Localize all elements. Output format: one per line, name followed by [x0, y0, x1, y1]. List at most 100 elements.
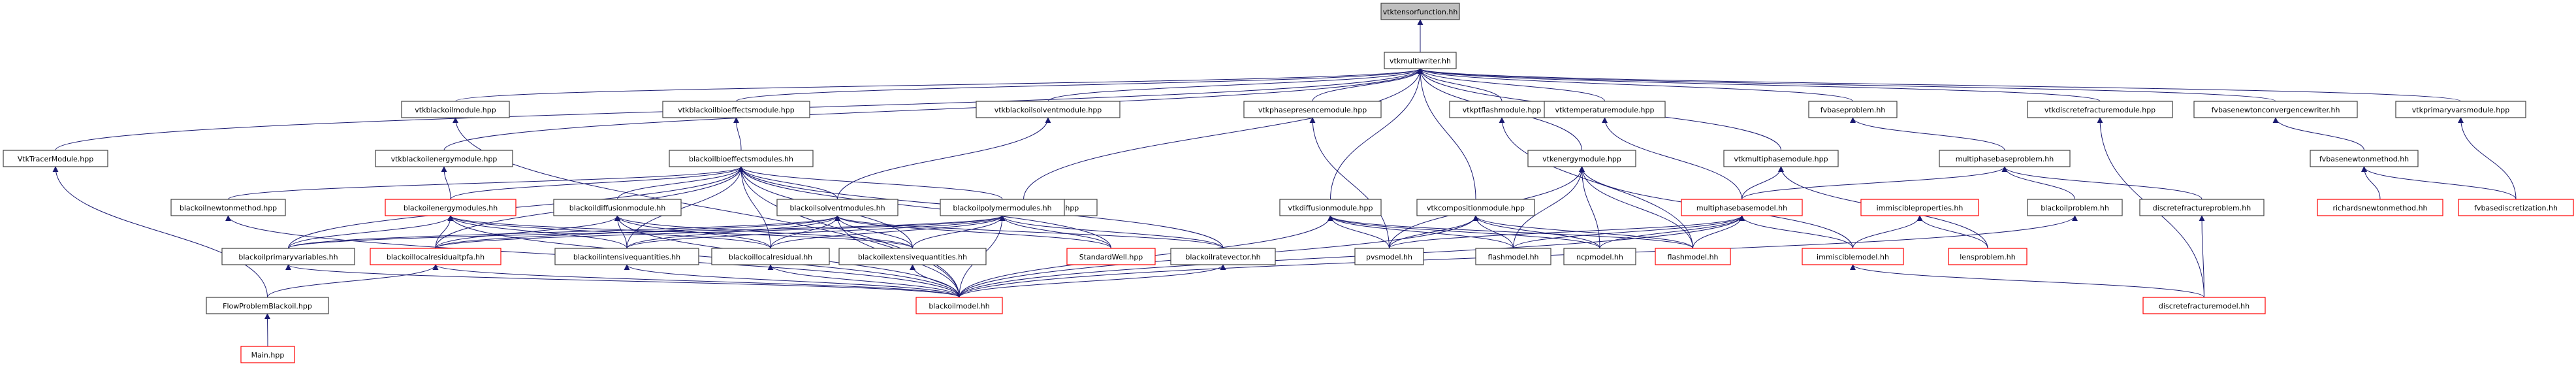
graph-node[interactable]: StandardWell.hpp [1066, 248, 1156, 265]
graph-node[interactable]: flashmodel.hh [1475, 248, 1551, 265]
node-label: vtkdiffusionmodule.hpp [1288, 204, 1373, 212]
edge-n47-to-n39 [959, 264, 1226, 298]
edge-n47-to-n27 [959, 215, 1745, 298]
graph-node[interactable]: lensproblem.hh [1948, 248, 2027, 265]
edges-layer [52, 19, 2517, 347]
graph-node[interactable]: discretefractureproblem.hh [2139, 199, 2265, 216]
graph-node[interactable]: vtkcompositionmodule.hpp [1416, 199, 1535, 216]
graph-node[interactable]: vtkdiffusionmodule.hpp [1279, 199, 1382, 216]
graph-node[interactable]: ncpmodel.hh [1563, 248, 1636, 265]
node-box [1860, 199, 1979, 216]
edge-n19-to-n12 [2272, 117, 2364, 151]
edge-n46-to-n34 [267, 264, 439, 298]
graph-node[interactable]: pvsmodel.hh [1354, 248, 1424, 265]
edge-n41-to-n25 [1328, 215, 1514, 249]
node-box [1563, 248, 1636, 265]
edge-n47-to-n33 [285, 264, 960, 298]
node-box [3, 150, 108, 167]
node-label: flashmodel.hh [1667, 253, 1718, 261]
node-label: StandardWell.hpp [1079, 253, 1143, 261]
edge-n24-to-n15 [738, 166, 1003, 200]
graph-node[interactable]: VtkTracerModule.hpp [3, 150, 108, 167]
graph-node[interactable]: blackoilpolymermodules.hh [940, 199, 1065, 216]
node-label: blackoilratevector.hh [1185, 253, 1260, 261]
edge-n39-to-n23 [835, 215, 1224, 249]
graph-node[interactable]: Main.hpp [240, 346, 295, 363]
edge-n43-to-n25 [1328, 215, 1693, 249]
graph-node[interactable]: flashmodel.hh [1655, 248, 1731, 265]
graph-node[interactable]: richardsnewtonmethod.hh [2317, 199, 2443, 216]
graph-node[interactable]: blackoilintensivequantities.hh [554, 248, 699, 265]
edge-n43-to-n26 [1472, 215, 1693, 249]
edge-n38-to-n24 [999, 215, 1111, 249]
node-box [1948, 248, 2027, 265]
node-box [1380, 3, 1460, 20]
graph-node[interactable]: immisciblemodel.hh [1802, 248, 1904, 265]
edge-n48-to-n44 [1850, 264, 2204, 298]
graph-node[interactable]: vtkptflashmodule.hpp [1449, 101, 1555, 118]
node-label: vtkcompositionmodule.hpp [1427, 204, 1525, 212]
graph-node[interactable]: blackoildiffusionmodule.hh [553, 199, 682, 216]
graph-node[interactable]: blackoilprimaryvariables.hh [221, 248, 355, 265]
graph-node[interactable]: fvbaseproblem.hh [1808, 101, 1898, 118]
graph-node[interactable]: vtktemperaturemodule.hpp [1544, 101, 1666, 118]
edge-n40-to-n7 [1309, 117, 1390, 249]
graph-node[interactable]: vtkmultiwriter.hh [1384, 52, 1457, 69]
graph-node[interactable]: blackoilenergymodules.hh [385, 199, 517, 216]
graph-node[interactable]: fvbasediscretization.hh [2458, 199, 2574, 216]
graph-node[interactable]: blackoilbioeffectsmodules.hh [669, 150, 814, 167]
graph-node[interactable]: blackoilratevector.hh [1170, 248, 1276, 265]
graph-node[interactable]: vtkprimaryvarsmodule.hpp [2395, 101, 2526, 118]
graph-node[interactable]: immiscibleproperties.hh [1860, 199, 1979, 216]
graph-node[interactable]: vtkblackoilmodule.hpp [401, 101, 510, 118]
graph-node[interactable]: blackoilproblem.hh [2027, 199, 2123, 216]
node-label: multiphasebasemodel.hh [1696, 204, 1787, 212]
node-label: richardsnewtonmethod.hh [2332, 204, 2427, 212]
node-label: blackoilpolymermodules.hh [953, 204, 1051, 212]
edge-n33-to-n23 [288, 215, 840, 249]
edge-n45-to-n28 [1916, 215, 1988, 249]
node-label: vtktemperaturemodule.hpp [1555, 106, 1655, 114]
node-box [915, 297, 1003, 314]
edge-n27-to-n9 [1602, 117, 1742, 200]
graph-node[interactable]: fvbasenewtonconvergencewriter.hh [2193, 101, 2358, 118]
node-box [375, 150, 513, 167]
graph-node[interactable]: blackoillocalresidualtpfa.hh [370, 248, 501, 265]
graph-node[interactable]: vtkphasepresencemodule.hpp [1243, 101, 1382, 118]
graph-node[interactable]: blackoilmodel.hh [915, 297, 1003, 314]
graph-node[interactable]: vtkenergymodule.hpp [1527, 150, 1636, 167]
node-box [1802, 248, 1904, 265]
graph-node[interactable]: FlowProblemBlackoil.hpp [206, 297, 329, 314]
graph-node[interactable]: vtkblackoilbioeffectsmodule.hpp [662, 101, 810, 118]
edge-n42-to-n27 [1599, 215, 1745, 249]
graph-node[interactable]: blackoilsolventmodules.hh [776, 199, 898, 216]
graph-node[interactable]: multiphasebaseproblem.hh [1939, 150, 2071, 167]
node-box [2317, 199, 2443, 216]
node-box [240, 346, 295, 363]
edge-n36-to-n21 [447, 215, 771, 249]
edge-n38-to-n23 [835, 215, 1111, 249]
graph-node[interactable]: fvbasenewtonmethod.hh [2310, 150, 2419, 167]
graph-node[interactable]: discretefracturemodel.hh [2142, 297, 2266, 314]
node-box [1384, 52, 1457, 69]
graph-node[interactable]: vtkblackoilenergymodule.hpp [375, 150, 513, 167]
graph-node[interactable]: blackoilnewtonmethod.hpp [170, 199, 286, 216]
edge-n44-to-n28 [1852, 215, 1923, 249]
node-box [1066, 248, 1156, 265]
node-box [662, 101, 810, 118]
graph-node[interactable]: blackoilextensivequantities.hh [838, 248, 987, 265]
graph-node[interactable]: multiphasebasemodel.hh [1681, 199, 1803, 216]
edge-n25-to-n1 [1330, 68, 1423, 200]
nodes-layer: vtktensorfunction.hhvtkmultiwriter.hhVtk… [3, 3, 2574, 363]
node-box [1279, 199, 1382, 216]
graph-node[interactable]: blackoillocalresidual.hh [711, 248, 830, 265]
edge-n23-to-n5 [837, 117, 1051, 200]
graph-node[interactable]: vtkmultiphasemodule.hpp [1723, 150, 1839, 167]
graph-node[interactable]: vtkdiscretefracturemodule.hpp [2027, 101, 2173, 118]
edge-n9-to-n1 [1417, 68, 1605, 102]
graph-node[interactable]: vtkblackoilsolventmodule.hpp [976, 101, 1121, 118]
node-label: fvbasenewtonmethod.hh [2319, 155, 2409, 163]
edge-n41-to-n16 [1513, 166, 1585, 249]
node-box [1527, 150, 1636, 167]
node-label: blackoillocalresidual.hh [729, 253, 812, 261]
